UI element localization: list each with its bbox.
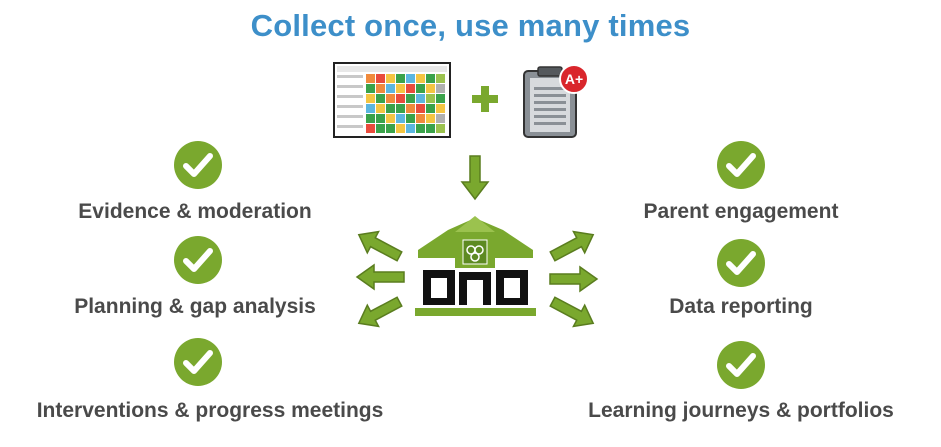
- plus-icon: [472, 86, 498, 112]
- down-arrow-icon: [460, 155, 490, 201]
- right-item-data: Data reporting: [669, 295, 813, 318]
- arrow-left-down-icon: [357, 296, 403, 328]
- right-item-learning: Learning journeys & portfolios: [588, 399, 894, 422]
- diagram-title: Collect once, use many times: [250, 8, 691, 43]
- checkmark-icon: [717, 141, 765, 189]
- left-item-planning: Planning & gap analysis: [74, 295, 316, 318]
- checkmark-icon: [174, 141, 222, 189]
- arrow-left-up-icon: [357, 230, 403, 262]
- grade-badge: A+: [565, 71, 583, 87]
- spreadsheet-icon: [333, 62, 451, 138]
- right-item-parent: Parent engagement: [643, 200, 839, 223]
- school-building-icon: [415, 216, 536, 316]
- left-item-evidence: Evidence & moderation: [78, 200, 312, 223]
- left-item-interventions: Interventions & progress meetings: [36, 399, 384, 422]
- checkmark-icon: [717, 239, 765, 287]
- arrow-right-icon: [549, 265, 599, 293]
- clipboard-grade-icon: A+: [523, 64, 589, 138]
- checkmark-icon: [717, 341, 765, 389]
- checkmark-icon: [174, 338, 222, 386]
- arrow-right-up-icon: [549, 230, 595, 262]
- checkmark-icon: [174, 236, 222, 284]
- arrow-left-icon: [355, 263, 405, 291]
- arrow-right-down-icon: [549, 296, 595, 328]
